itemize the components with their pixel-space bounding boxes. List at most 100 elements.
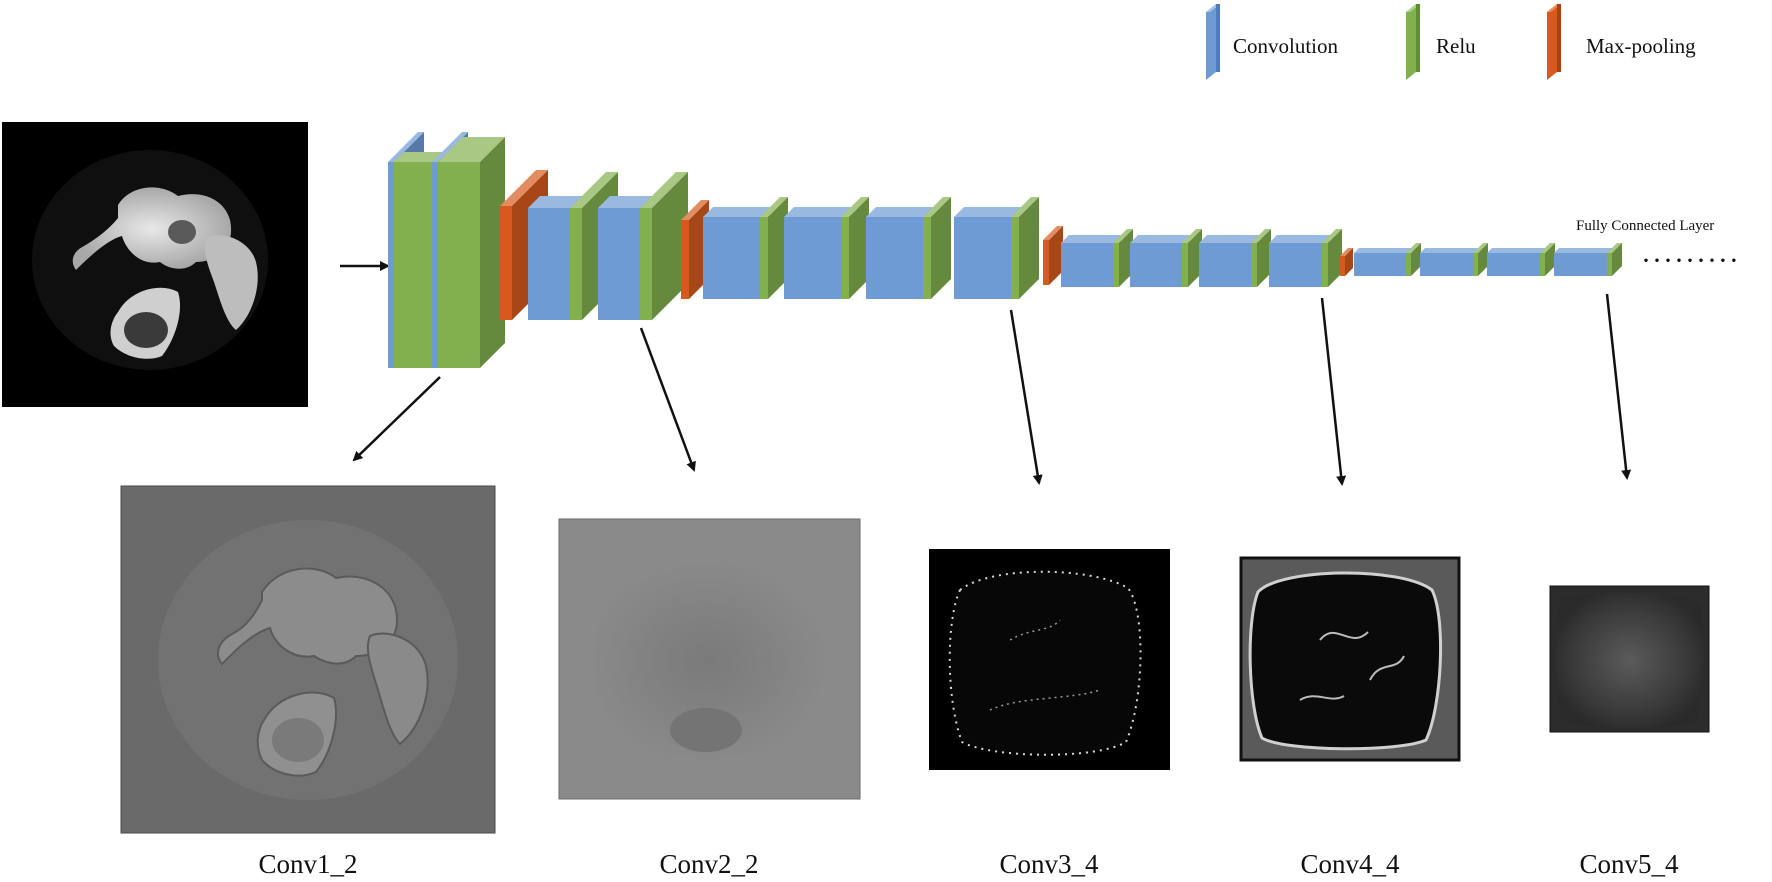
layer-pool2-top xyxy=(681,200,709,220)
layer-conv3-2-front xyxy=(784,217,841,299)
layer-relu2-1-top xyxy=(570,172,618,208)
fc-layer-label: Fully Connected Layer xyxy=(1576,218,1714,234)
caption-conv1-2: Conv1_2 xyxy=(258,849,357,879)
legend: Convolution Relu Max-pooling xyxy=(1206,4,1696,80)
layer-relu5-3-front xyxy=(1540,253,1545,276)
fc-ellipsis: ········· xyxy=(1641,244,1740,277)
layer-conv4-3-front xyxy=(1199,243,1251,287)
layer-relu3-1-side xyxy=(768,197,788,299)
layer-relu5-2-front xyxy=(1473,253,1478,276)
arrow-conv4-4 xyxy=(1320,297,1347,486)
layer-pool1-front xyxy=(500,206,512,320)
layer-conv4-2-top xyxy=(1130,235,1190,243)
arrow-conv5-4 xyxy=(1605,293,1632,480)
layer-conv5-3-front xyxy=(1487,253,1540,276)
layer-relu3-4-top xyxy=(1011,197,1039,217)
layer-relu3-4-front xyxy=(1011,217,1019,299)
layer-relu4-3-top xyxy=(1251,229,1271,243)
layer-relu1-1-front xyxy=(394,162,432,368)
layer-relu2-2-front xyxy=(640,208,652,320)
layer-relu3-1-top xyxy=(760,197,788,217)
layer-relu5-4-side xyxy=(1612,243,1622,276)
layer-relu4-2-top xyxy=(1182,229,1202,243)
layer-relu4-1-side xyxy=(1119,229,1133,287)
layer-relu4-4-top xyxy=(1322,229,1342,243)
caption-conv2-2: Conv2_2 xyxy=(659,849,758,879)
feature-map-conv5-4 xyxy=(1549,585,1710,733)
layer-pool2-front xyxy=(681,220,689,299)
feature-map-conv1-2 xyxy=(120,485,496,834)
layer-relu5-2-side xyxy=(1478,243,1488,276)
max-pooling-swatch-icon xyxy=(1547,4,1561,80)
layer-relu3-2-side xyxy=(849,197,869,299)
layer-relu4-4-side xyxy=(1328,229,1342,287)
layer-conv3-2-top xyxy=(784,207,851,217)
layer-relu3-3-top xyxy=(923,197,951,217)
arrow-conv1-2 xyxy=(352,376,441,462)
layer-relu3-2-front xyxy=(841,217,849,299)
layer-relu1-2-front xyxy=(438,162,480,368)
relu-swatch-icon xyxy=(1406,4,1420,80)
layer-conv5-1-front xyxy=(1354,253,1406,276)
layer-conv5-3-top xyxy=(1487,248,1545,253)
layer-conv1-2-top xyxy=(432,132,468,162)
layer-conv2-1-top xyxy=(528,196,582,208)
layer-pool3-front xyxy=(1043,240,1049,285)
legend-label-convolution: Convolution xyxy=(1233,34,1339,58)
legend-label-max-pooling: Max-pooling xyxy=(1586,34,1696,58)
feature-map-conv4-4 xyxy=(1239,556,1461,762)
layer-relu2-1-front xyxy=(570,208,582,320)
convolution-swatch-icon xyxy=(1206,4,1220,80)
caption-conv3-4: Conv3_4 xyxy=(999,849,1099,879)
layer-pool3-top xyxy=(1043,226,1063,240)
layer-relu5-1-top xyxy=(1406,243,1421,253)
layer-conv5-1-top xyxy=(1354,248,1411,253)
layer-conv2-2-top xyxy=(598,196,652,208)
layer-relu1-2-side xyxy=(480,137,505,368)
legend-item-convolution: Convolution xyxy=(1206,4,1339,80)
layer-relu4-3-front xyxy=(1251,243,1257,287)
layer-relu1-2-top xyxy=(438,137,505,162)
layer-conv5-2-top xyxy=(1420,248,1478,253)
layer-pool3-side xyxy=(1049,226,1063,285)
layer-conv1-1-top xyxy=(388,132,424,162)
layer-conv3-3-front xyxy=(866,217,923,299)
layer-conv4-1-top xyxy=(1061,235,1121,243)
legend-item-relu: Relu xyxy=(1406,4,1476,80)
layer-relu4-4-front xyxy=(1322,243,1328,287)
caption-conv4-4: Conv4_4 xyxy=(1300,849,1400,879)
feature-arrows xyxy=(352,293,1632,486)
layer-conv4-4-top xyxy=(1269,235,1330,243)
layer-relu3-1-front xyxy=(760,217,768,299)
layer-pool4-front xyxy=(1340,256,1345,276)
legend-label-relu: Relu xyxy=(1436,34,1476,58)
layer-conv3-4-top xyxy=(954,207,1021,217)
layer-conv5-2-front xyxy=(1420,253,1473,276)
layer-conv5-4-front xyxy=(1554,253,1607,276)
layer-relu5-3-side xyxy=(1545,243,1555,276)
input-image xyxy=(2,122,308,407)
layer-conv5-4-top xyxy=(1554,248,1612,253)
layer-relu5-1-front xyxy=(1406,253,1411,276)
layer-conv4-2-front xyxy=(1130,243,1182,287)
layer-conv1-2-front xyxy=(432,162,438,368)
arrow-conv3-4 xyxy=(1009,309,1043,485)
layer-conv4-4-front xyxy=(1269,243,1322,287)
layer-pool4-top xyxy=(1340,248,1353,256)
layer-conv4-1-front xyxy=(1061,243,1113,287)
feature-map-conv2-2 xyxy=(558,518,861,800)
layer-conv3-1-front xyxy=(703,217,760,299)
layer-conv3-4-front xyxy=(954,217,1011,299)
layer-relu5-2-top xyxy=(1473,243,1488,253)
layer-relu4-1-front xyxy=(1113,243,1119,287)
layer-relu5-4-top xyxy=(1607,243,1622,253)
layer-relu3-4-side xyxy=(1019,197,1039,299)
layer-conv3-3-top xyxy=(866,207,933,217)
layer-relu4-3-side xyxy=(1257,229,1271,287)
layer-relu4-2-front xyxy=(1182,243,1188,287)
layer-conv2-2-front xyxy=(598,208,640,320)
layer-relu4-2-side xyxy=(1188,229,1202,287)
layer-pool4-side xyxy=(1345,248,1353,276)
layer-relu2-2-side xyxy=(652,172,688,320)
layer-relu4-1-top xyxy=(1113,229,1133,243)
